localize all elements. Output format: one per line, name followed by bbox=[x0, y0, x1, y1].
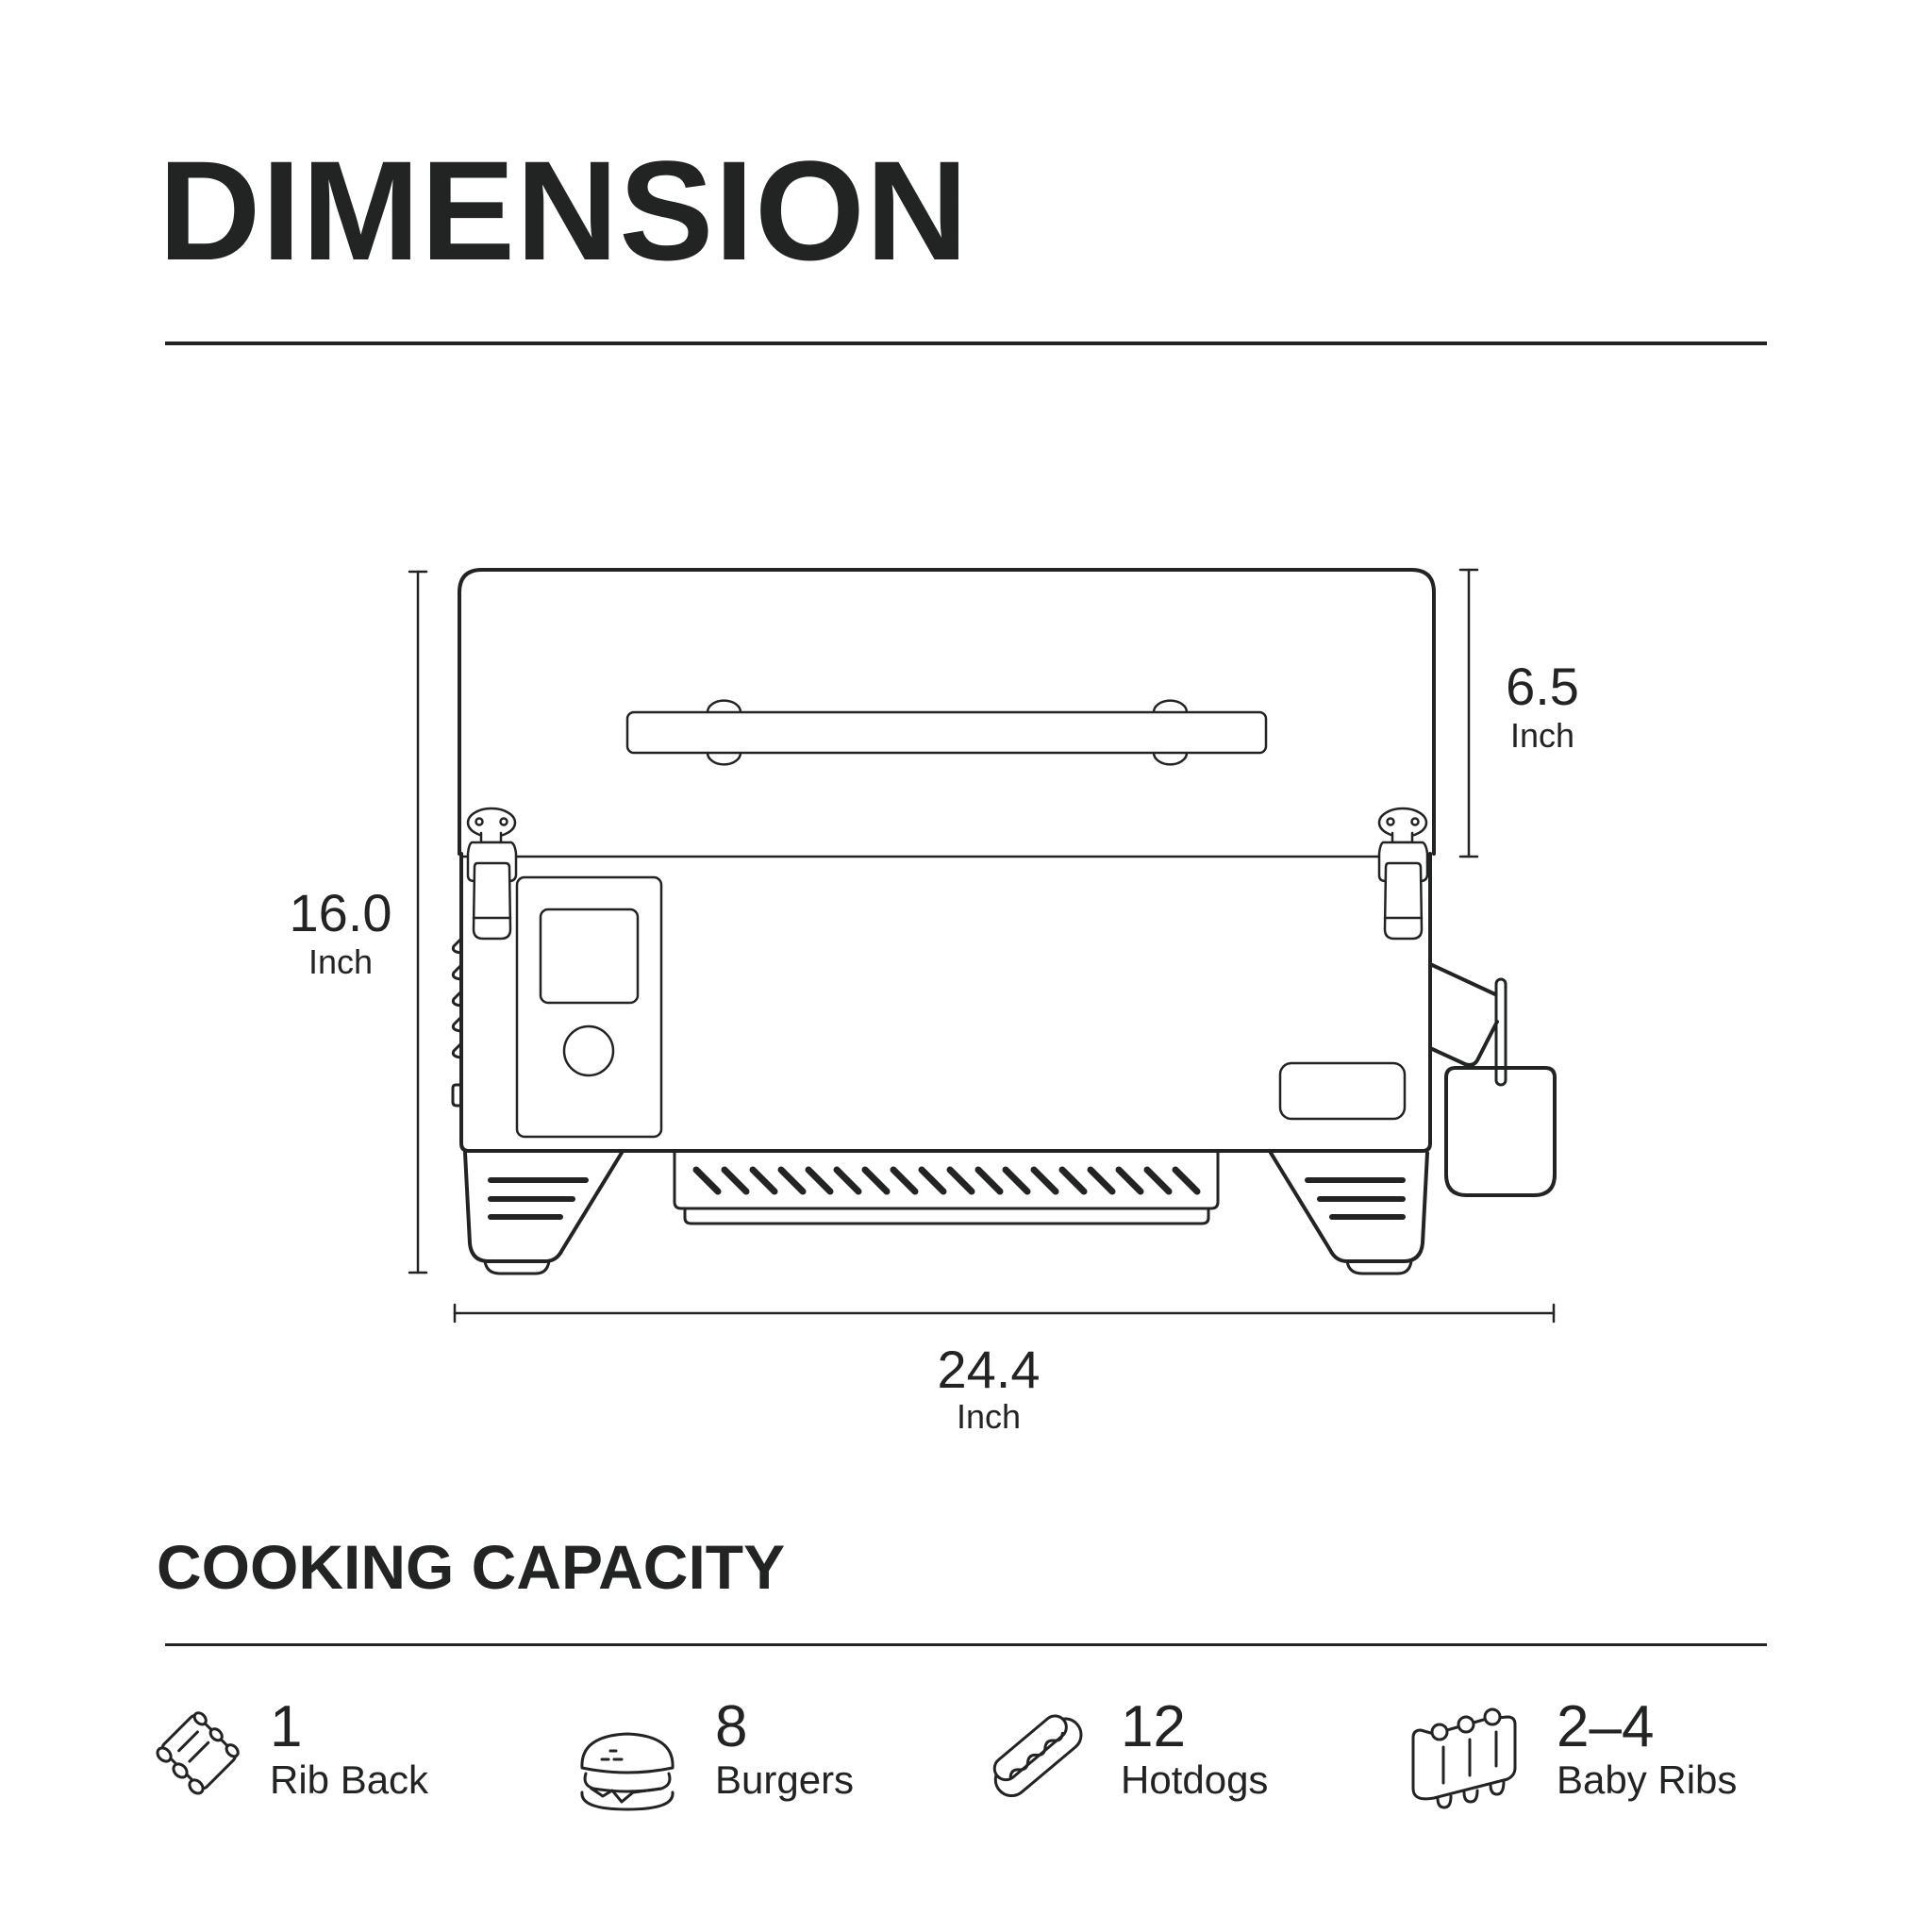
capacity-count: 12 bbox=[1121, 1694, 1186, 1759]
tray-slots bbox=[692, 1166, 1201, 1195]
left-latch bbox=[466, 807, 518, 941]
burger-icon bbox=[580, 1732, 675, 1811]
capacity-item-hotdogs: 12 Hotdogs bbox=[981, 1698, 1377, 1811]
height-unit: Inch bbox=[308, 942, 374, 981]
capacity-title: COOKING CAPACITY bbox=[157, 1532, 786, 1602]
grease-tray bbox=[673, 1151, 1220, 1225]
capacity-item-rib-back: 1 Rib Back bbox=[140, 1698, 536, 1811]
controller-screen bbox=[539, 908, 640, 1005]
page-title: DIMENSION bbox=[158, 131, 970, 290]
lid-height-unit: Inch bbox=[1509, 716, 1575, 755]
capacity-count: 8 bbox=[715, 1694, 748, 1759]
lid-handle bbox=[625, 699, 1268, 766]
width-unit: Inch bbox=[956, 1397, 1022, 1436]
rib-rack-icon bbox=[156, 1711, 240, 1795]
controller-knob bbox=[562, 1024, 615, 1077]
width-value: 24.4 bbox=[937, 1340, 1041, 1399]
height-value: 16.0 bbox=[289, 883, 392, 942]
controller-panel bbox=[515, 875, 663, 1139]
capacity-label: Baby Ribs bbox=[1557, 1757, 1738, 1802]
left-leg bbox=[463, 1151, 624, 1275]
capacity-label: Rib Back bbox=[270, 1757, 429, 1802]
pellet-hopper bbox=[1428, 962, 1557, 1197]
capacity-divider bbox=[165, 1643, 1767, 1646]
lid-height-value: 6.5 bbox=[1506, 657, 1579, 716]
side-vent-teeth bbox=[451, 937, 463, 1108]
baby-ribs-icon bbox=[1411, 1707, 1517, 1809]
capacity-count: 2–4 bbox=[1557, 1694, 1655, 1759]
width-dimension-line bbox=[453, 1303, 1556, 1324]
right-latch bbox=[1377, 807, 1429, 941]
grill-lid bbox=[458, 568, 1436, 856]
capacity-item-burgers: 8 Burgers bbox=[571, 1698, 967, 1811]
hotdog-icon bbox=[992, 1714, 1083, 1798]
lid-height-dimension-line bbox=[1458, 568, 1479, 858]
right-leg bbox=[1269, 1151, 1429, 1275]
capacity-label: Hotdogs bbox=[1121, 1757, 1269, 1802]
capacity-count: 1 bbox=[270, 1694, 303, 1759]
height-dimension-line bbox=[408, 570, 428, 1274]
capacity-item-baby-ribs: 2–4 Baby Ribs bbox=[1406, 1698, 1802, 1811]
capacity-label: Burgers bbox=[715, 1757, 855, 1802]
brand-badge bbox=[1278, 1061, 1407, 1121]
title-divider bbox=[165, 341, 1767, 345]
grill-body bbox=[459, 852, 1432, 1153]
